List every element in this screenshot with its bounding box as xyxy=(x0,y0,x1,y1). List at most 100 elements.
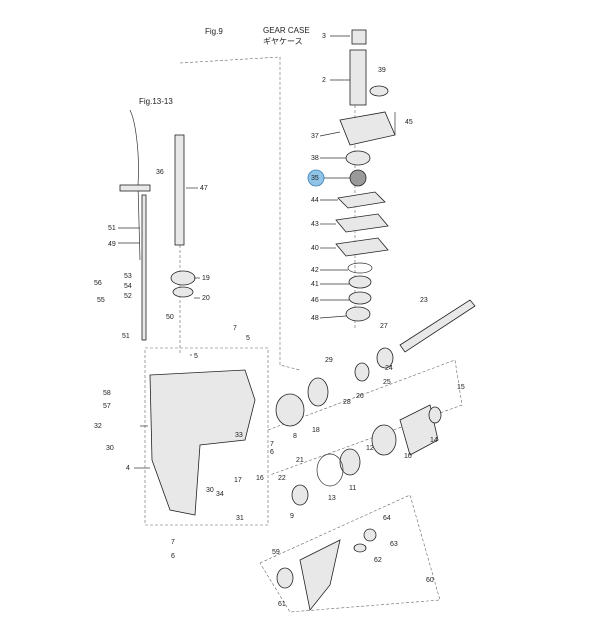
callout-17: 17 xyxy=(234,477,242,484)
callout-18: 18 xyxy=(312,427,320,434)
callout-30-lower: 30 xyxy=(206,487,214,494)
callout-32: 32 xyxy=(94,423,102,430)
propeller-group-box xyxy=(259,494,441,613)
callout-7: 7 xyxy=(233,325,237,332)
callout-12: 12 xyxy=(366,445,374,452)
part-grommet xyxy=(351,29,367,45)
callout-27: 27 xyxy=(380,323,388,330)
callout-22: 22 xyxy=(278,475,286,482)
callout-25: 25 xyxy=(383,379,391,386)
propeller-nut xyxy=(363,528,377,542)
callout-33: 33 xyxy=(235,432,243,439)
pump-housing xyxy=(339,111,396,146)
callout-44: 44 xyxy=(311,197,319,204)
callout-51-lower: 51 xyxy=(122,333,130,340)
pump-gasket-upper xyxy=(337,191,386,209)
propeller xyxy=(299,539,341,611)
callout-64: 64 xyxy=(383,515,391,522)
callout-36: 36 xyxy=(156,169,164,176)
callout-11: 11 xyxy=(349,485,356,492)
forward-gear xyxy=(307,377,329,407)
callout-52: 52 xyxy=(124,293,132,300)
callout-59: 59 xyxy=(272,549,280,556)
thrust-washer xyxy=(291,484,309,506)
shaft-group-box xyxy=(267,359,463,476)
callout-35: 35 xyxy=(311,175,319,182)
callout-19: 19 xyxy=(202,275,210,282)
callout-61: 61 xyxy=(278,601,286,608)
callout-3: 3 xyxy=(322,33,326,40)
callout-50: 50 xyxy=(166,314,174,321)
diagram-title-japanese: ギヤケース xyxy=(263,37,303,46)
pinion-gear xyxy=(170,270,196,286)
callout-6-bottom: 6 xyxy=(171,553,175,560)
callout-63: 63 xyxy=(390,541,398,548)
leader-lines xyxy=(118,35,350,469)
shift-plunger xyxy=(354,362,370,382)
shift-linkage xyxy=(119,184,151,192)
callout-5: 5 xyxy=(246,335,250,342)
figure-number: Fig.9 xyxy=(205,27,223,36)
gear-case-group-box xyxy=(144,347,269,526)
callout-57: 57 xyxy=(103,403,111,410)
drive-shaft xyxy=(174,134,185,246)
callout-29: 29 xyxy=(325,357,333,364)
callout-9: 9 xyxy=(290,513,294,520)
impeller xyxy=(349,169,367,187)
callout-58: 58 xyxy=(103,390,111,397)
callout-14: 14 xyxy=(430,437,438,444)
propeller-washer xyxy=(276,567,294,589)
callout-30: 30 xyxy=(106,445,114,452)
callout-34: 34 xyxy=(216,491,224,498)
callout-7-bottom: 7 xyxy=(171,539,175,546)
forward-gear-bearing xyxy=(275,393,305,427)
seal-housing xyxy=(348,291,372,305)
callout-8: 8 xyxy=(293,433,297,440)
figure-reference: Fig.13-13 xyxy=(139,97,173,106)
callout-31: 31 xyxy=(236,515,244,522)
callout-49: 49 xyxy=(108,241,116,248)
housing-bearing xyxy=(339,448,361,476)
callout-6: 6 xyxy=(270,449,274,456)
callout-55: 55 xyxy=(97,297,105,304)
callout-5-lower: 5 xyxy=(194,353,198,360)
shim xyxy=(172,286,194,298)
callout-46: 46 xyxy=(311,297,319,304)
o-ring xyxy=(347,262,373,274)
callout-10: 10 xyxy=(404,453,412,460)
callout-41: 41 xyxy=(311,281,319,288)
callout-53: 53 xyxy=(124,273,132,280)
housing-seal xyxy=(428,406,442,424)
pump-gasket-lower xyxy=(335,237,389,257)
callout-62: 62 xyxy=(374,557,382,564)
callout-13: 13 xyxy=(328,495,336,502)
propeller-spacer xyxy=(353,543,367,553)
callout-60: 60 xyxy=(426,577,434,584)
callout-56: 56 xyxy=(94,280,102,287)
callout-20: 20 xyxy=(202,295,210,302)
bearing xyxy=(345,306,371,322)
callout-4: 4 xyxy=(126,465,130,472)
callout-45: 45 xyxy=(405,119,413,126)
shift-rod xyxy=(141,194,147,341)
reverse-gear xyxy=(371,424,397,456)
part-seal xyxy=(369,85,389,97)
callout-43: 43 xyxy=(311,221,319,228)
callout-2: 2 xyxy=(322,77,326,84)
callout-51: 51 xyxy=(108,225,116,232)
callout-16: 16 xyxy=(256,475,264,482)
diagram-title: GEAR CASE xyxy=(263,26,310,35)
callout-28: 28 xyxy=(343,399,351,406)
driveshaft-guide-line xyxy=(179,56,301,371)
callout-54: 54 xyxy=(124,283,132,290)
housing-o-ring xyxy=(316,453,344,487)
callout-39: 39 xyxy=(378,67,386,74)
callout-37: 37 xyxy=(311,133,319,140)
callout-21: 21 xyxy=(296,457,304,464)
callout-26: 26 xyxy=(356,393,364,400)
clutch-dog xyxy=(376,347,394,369)
callout-7-mid: 7 xyxy=(270,441,274,448)
callout-42: 42 xyxy=(311,267,319,274)
